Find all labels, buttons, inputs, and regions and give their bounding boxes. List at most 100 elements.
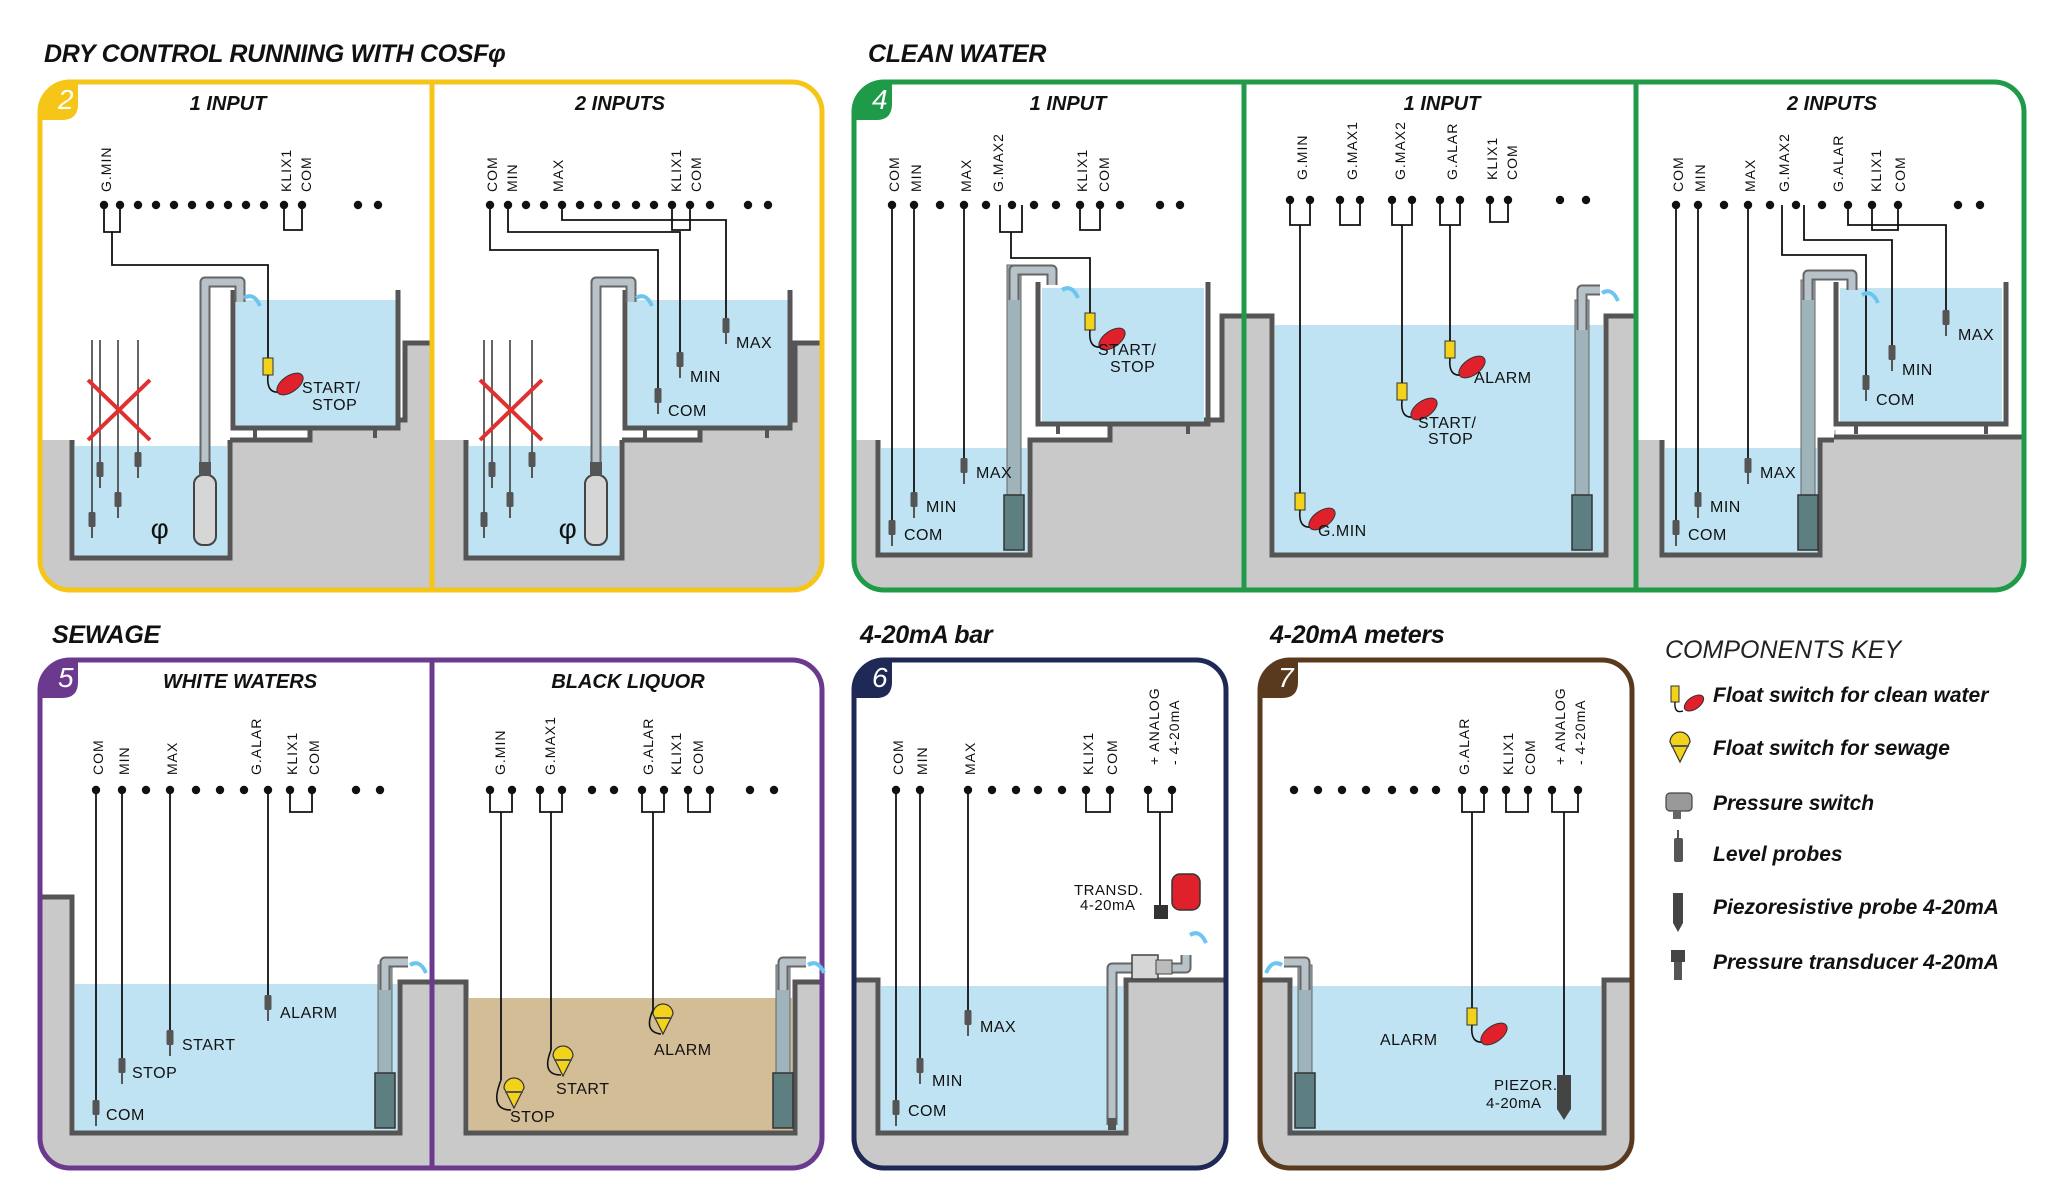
level-probe (1672, 520, 1680, 535)
level-probe (96, 462, 104, 477)
terminal-label: G.MAX1 (542, 716, 558, 775)
terminal-dot (1719, 200, 1729, 210)
water-spout (1860, 291, 1880, 304)
terminal-label: G.ALAR (1456, 718, 1472, 775)
terminal-label: COM (886, 156, 902, 192)
level-probe (910, 492, 918, 507)
submersible-pump (1003, 494, 1025, 551)
label: G.MIN (1318, 523, 1367, 540)
label: MIN (690, 369, 721, 386)
terminal-dot (769, 785, 779, 795)
wire (1461, 790, 1485, 813)
level-probe (722, 318, 730, 333)
panel-number-badge: 5 (58, 662, 74, 693)
terminal-dot (353, 200, 363, 210)
terminal-label: COM (890, 739, 906, 775)
label: COM (1688, 527, 1727, 544)
panel-6-border (851, 657, 1229, 1171)
label: 4-20mA (1080, 897, 1136, 914)
terminal-dot (259, 200, 269, 210)
water-spout (1188, 931, 1208, 944)
terminal-label: COM (1096, 156, 1112, 192)
terminal-dot (141, 785, 151, 795)
terminal-label: G.ALAR (640, 718, 656, 775)
terminal-label: - 4-20mA (1166, 699, 1182, 765)
foot-valve (1108, 1118, 1116, 1130)
terminal-label: COM (688, 156, 704, 192)
level-probe-icon (1674, 838, 1683, 862)
panel-number-badge: 6 (872, 662, 888, 693)
level-probe (264, 995, 272, 1010)
label: MIN (932, 1073, 963, 1090)
label: COM (1876, 392, 1915, 409)
wire (507, 205, 681, 352)
label: STOP (132, 1065, 177, 1082)
level-probe (166, 1030, 174, 1045)
terminal-dot (1313, 785, 1323, 795)
panel-number-badge: 2 (57, 84, 74, 115)
panel-7-border (1257, 657, 1635, 1171)
section-title-dry-control: DRY CONTROL RUNNING WITH COSFφ (44, 40, 506, 68)
section-title-4-20ma-bar: 4-20mA bar (860, 621, 993, 649)
components-key-title: COMPONENTS KEY (1665, 636, 1902, 664)
label: STOP (312, 397, 357, 414)
float-cable (648, 1009, 662, 1035)
wire (1010, 232, 1091, 315)
label: START (556, 1081, 609, 1098)
terminal-dot (1555, 195, 1565, 205)
terminal-dot (375, 785, 385, 795)
terminal-dot (609, 785, 619, 795)
terminal-dot (611, 200, 621, 210)
label: MIN (1902, 362, 1933, 379)
klix-jumper (1079, 205, 1101, 231)
terminal-dot (169, 200, 179, 210)
label: MIN (1710, 499, 1741, 516)
terminal-dot (1011, 785, 1021, 795)
water-spout (1264, 961, 1284, 974)
terminal-dot (1051, 200, 1061, 210)
terminal-dot (1033, 785, 1043, 795)
terminal-label: MIN (914, 746, 930, 775)
wire (111, 232, 269, 360)
terminal-label: G.ALAR (1444, 123, 1460, 180)
terminal-label: MIN (116, 746, 132, 775)
section-title-sewage: SEWAGE (52, 621, 160, 649)
pipe-inner (1804, 271, 1856, 300)
pressure-switch-icon (1665, 792, 1693, 812)
section-title-clean-water: CLEAN WATER (868, 40, 1047, 68)
klix-jumper (671, 205, 691, 231)
float-switch-clean-icon (1670, 685, 1680, 703)
label: COM (904, 527, 943, 544)
label: START (182, 1037, 235, 1054)
terminal-dot (215, 785, 225, 795)
cosphi-symbol: φ (559, 513, 578, 544)
klix-jumper (1871, 205, 1899, 231)
klix-jumper (687, 790, 711, 813)
piezo-tip-icon (1673, 923, 1683, 932)
level-probe (964, 1010, 972, 1025)
terminal-label: MIN (908, 163, 924, 192)
terminal-dot (1953, 200, 1963, 210)
wire (1439, 200, 1461, 226)
piezoresistive-probe (1557, 1075, 1571, 1109)
pipe-inner (592, 278, 635, 480)
key-float-clean: Float switch for clean water (1713, 684, 1989, 707)
level-probe (1888, 345, 1896, 360)
klix-jumper (1489, 200, 1509, 223)
subpanel-title: 1 INPUT (190, 93, 268, 115)
terminal-label: G.MAX2 (1392, 121, 1408, 180)
terminal-label: MAX (550, 159, 566, 192)
panel-2-badge (40, 82, 78, 120)
terminal-dot (187, 200, 197, 210)
float-switch-clean (1396, 382, 1408, 401)
klix-jumper (283, 205, 303, 231)
terminal-dot (1115, 200, 1125, 210)
level-probe (134, 452, 142, 467)
terminal-label: MAX (962, 742, 978, 775)
terminal-label: COM (484, 156, 500, 192)
float-switch-clean (262, 357, 274, 376)
terminal-label: COM (1104, 739, 1120, 775)
label: COM (668, 403, 707, 420)
submersible-pump (1294, 1072, 1316, 1129)
